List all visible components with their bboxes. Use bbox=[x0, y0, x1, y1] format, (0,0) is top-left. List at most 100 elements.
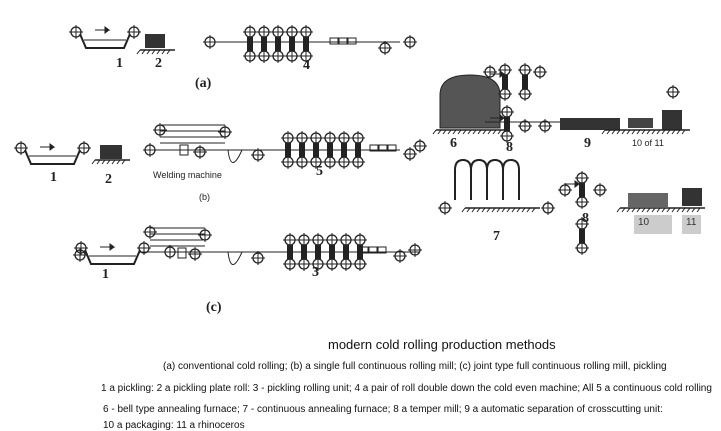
roll-cross bbox=[438, 201, 452, 215]
strip-line bbox=[106, 159, 111, 165]
coil-stack bbox=[628, 118, 653, 128]
strip-line bbox=[111, 159, 116, 165]
roll-cross bbox=[593, 183, 607, 197]
caption-line-3: 6 - bell type annealing furnace; 7 - con… bbox=[103, 404, 663, 415]
strip-line bbox=[467, 129, 472, 135]
strip-line bbox=[521, 207, 526, 213]
arrow-icon bbox=[95, 26, 111, 34]
strip-line bbox=[676, 207, 681, 213]
roll-cross bbox=[666, 85, 680, 99]
roll-cross bbox=[483, 65, 497, 79]
rhinoceros-press bbox=[682, 188, 702, 206]
roll-cross bbox=[498, 63, 512, 77]
caption-title: modern cold rolling production methods bbox=[328, 337, 556, 352]
strip-line bbox=[457, 129, 462, 135]
caption-line-1: (a) conventional cold rolling; (b) a sin… bbox=[163, 361, 667, 372]
roll-cross bbox=[353, 233, 367, 247]
strip-line bbox=[611, 129, 616, 135]
strip-line bbox=[96, 159, 101, 165]
roll-cross bbox=[575, 195, 589, 209]
roll-cross bbox=[575, 217, 589, 231]
coil-box bbox=[378, 144, 388, 152]
strip-line bbox=[641, 207, 646, 213]
arrow-icon bbox=[490, 114, 506, 122]
strip-line bbox=[141, 49, 146, 55]
roll-cross bbox=[69, 25, 83, 39]
roll-cross bbox=[500, 105, 514, 119]
mill-stand bbox=[355, 143, 361, 157]
strip-line bbox=[452, 129, 457, 135]
strip-line bbox=[116, 159, 121, 165]
strip-line bbox=[506, 207, 511, 213]
strip-line bbox=[487, 129, 492, 135]
strip-line bbox=[461, 207, 466, 213]
label-tag-c: (c) bbox=[206, 300, 222, 315]
bell-furnace bbox=[439, 74, 501, 129]
strip-line bbox=[646, 129, 651, 135]
strip-line bbox=[24, 149, 81, 165]
strip-line bbox=[437, 129, 442, 135]
roll-cross bbox=[285, 25, 299, 39]
roll-cross bbox=[353, 257, 367, 271]
strip-line bbox=[511, 207, 516, 213]
strip-line bbox=[526, 207, 531, 213]
strip-line bbox=[616, 207, 621, 213]
roll-cross bbox=[403, 147, 417, 161]
strip-line bbox=[686, 207, 691, 213]
strip-line bbox=[161, 49, 166, 55]
label-2-b: 2 bbox=[105, 172, 112, 187]
crosscut-unit bbox=[560, 118, 620, 130]
roll-cross bbox=[281, 131, 295, 145]
roll-cross bbox=[153, 123, 167, 137]
arrow-icon bbox=[565, 180, 581, 188]
strip-line bbox=[496, 207, 501, 213]
mill-stand bbox=[579, 183, 585, 197]
roll-cross bbox=[351, 131, 365, 145]
coil-box bbox=[368, 246, 378, 254]
roll-cross bbox=[295, 155, 309, 169]
roll-cross bbox=[297, 257, 311, 271]
roll-cross bbox=[325, 233, 339, 247]
coil-box bbox=[359, 246, 369, 254]
strip-line bbox=[621, 207, 626, 213]
strip-line bbox=[101, 159, 106, 165]
label-11: 11 bbox=[682, 215, 701, 234]
caption-line-2: 1 a pickling: 2 a pickling plate roll: 3… bbox=[101, 383, 712, 394]
strip-line bbox=[681, 207, 686, 213]
coil-box bbox=[377, 246, 387, 254]
mill-stand bbox=[289, 37, 295, 51]
mill-stand bbox=[343, 245, 349, 259]
mill-stand bbox=[247, 37, 253, 51]
roll-cross bbox=[283, 233, 297, 247]
roll-cross bbox=[413, 139, 427, 153]
strip-line bbox=[151, 49, 156, 55]
mill-stand bbox=[313, 143, 319, 157]
roll-cross bbox=[518, 63, 532, 77]
label-5: 5 bbox=[316, 164, 323, 179]
roll-cross bbox=[558, 183, 572, 197]
strip-line bbox=[84, 249, 141, 265]
mill-stand bbox=[275, 37, 281, 51]
strip-line bbox=[636, 207, 641, 213]
roll-cross bbox=[251, 148, 265, 162]
mill-stand bbox=[299, 143, 305, 157]
roll-cross bbox=[283, 257, 297, 271]
strip-line bbox=[472, 129, 477, 135]
mill-stand bbox=[579, 229, 585, 243]
roll-cross bbox=[281, 155, 295, 169]
roll-cross bbox=[243, 49, 257, 63]
label-4: 4 bbox=[303, 58, 310, 73]
mill-stand bbox=[303, 37, 309, 51]
roll-cross bbox=[309, 155, 323, 169]
coil-box bbox=[338, 37, 348, 45]
label-1-b: 1 bbox=[50, 170, 57, 185]
strip-line bbox=[621, 129, 626, 135]
label-10: 10 bbox=[634, 215, 672, 234]
roll-cross bbox=[188, 247, 202, 261]
roll-cross bbox=[325, 257, 339, 271]
strip-line bbox=[651, 207, 656, 213]
roll-cross bbox=[339, 257, 353, 271]
strip-line bbox=[136, 49, 141, 55]
strip-line bbox=[482, 129, 487, 135]
roll-cross bbox=[295, 131, 309, 145]
